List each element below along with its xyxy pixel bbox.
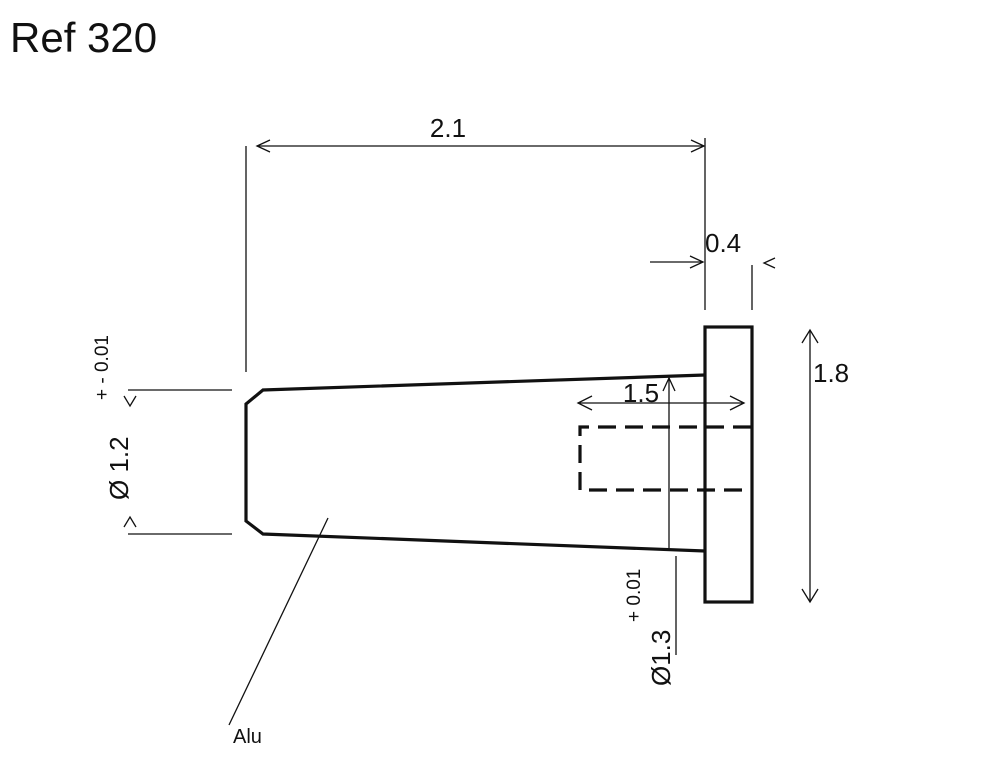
dim-bore-depth: 1.5	[623, 378, 659, 408]
tol-tip-diameter: + - 0.01	[92, 335, 113, 400]
leader-line-material	[228, 517, 329, 726]
arrowhead-right	[690, 139, 706, 153]
arrowhead-bore-left	[576, 395, 593, 411]
arrowhead-head-right	[762, 257, 776, 269]
arrowhead-left	[255, 139, 271, 153]
dim-base-diameter: Ø1.3	[646, 630, 676, 686]
arrowhead-bore-right	[729, 395, 746, 411]
dim-tip-diameter: Ø 1.2	[104, 436, 134, 500]
drawing-title: Ref 320	[10, 14, 157, 61]
tol-base-diameter: + 0.01	[624, 569, 645, 622]
arrowhead-top	[801, 328, 819, 344]
arrowhead-bottom	[801, 588, 819, 604]
arrowhead-tip-bottom	[123, 515, 137, 528]
dim-head-thickness: 0.4	[705, 228, 741, 258]
material-label: Alu	[233, 726, 262, 748]
shaft-outline	[244, 373, 706, 553]
arrowhead-tip-top	[123, 395, 137, 408]
dim-total-length: 2.1	[430, 113, 466, 143]
head-flange	[703, 325, 754, 604]
dim-head-diameter: 1.8	[813, 358, 849, 388]
hidden-bore	[578, 425, 751, 492]
arrowhead-base-top	[662, 376, 676, 392]
arrowhead-head-left	[689, 255, 705, 269]
